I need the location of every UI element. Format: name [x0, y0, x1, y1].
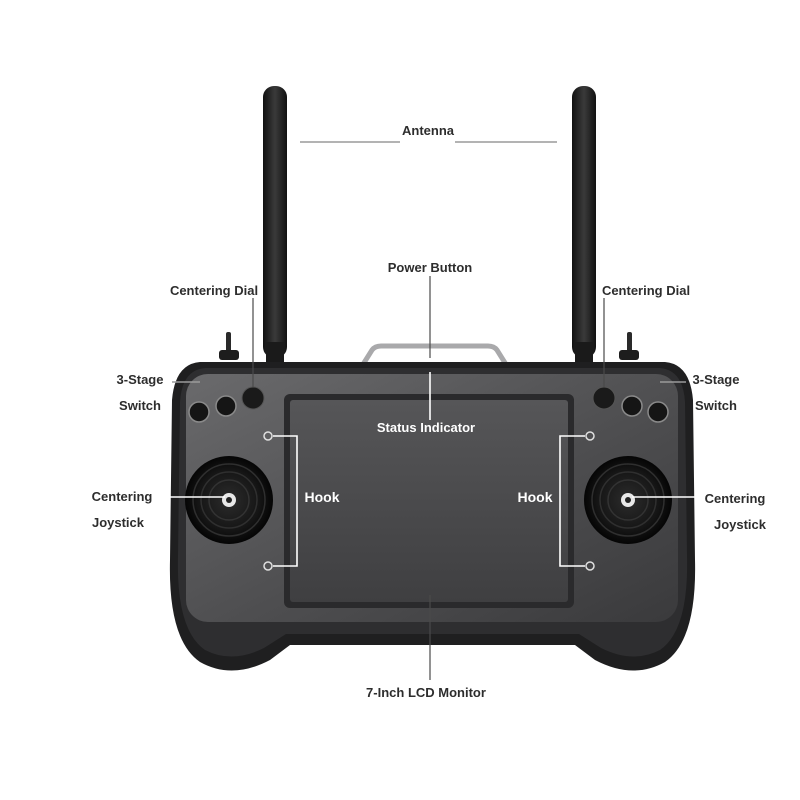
- label-antenna: Antenna: [402, 123, 455, 138]
- button-left-1[interactable]: [188, 401, 210, 423]
- label-three-stage-switch-left-line2: Switch: [119, 398, 161, 413]
- label-centering-joystick-right-line2: Joystick: [714, 517, 767, 532]
- label-three-stage-switch-right-line1: 3-Stage: [693, 372, 740, 387]
- centering-dial-right[interactable]: [592, 386, 616, 410]
- centering-joystick-left[interactable]: [185, 456, 273, 544]
- hook-left: [263, 431, 298, 571]
- hook-right: [559, 431, 595, 571]
- label-centering-dial-left: Centering Dial: [170, 283, 258, 298]
- label-three-stage-switch-right-line2: Switch: [695, 398, 737, 413]
- carry-handle: [359, 343, 510, 368]
- antenna-right: [572, 86, 596, 362]
- label-status-indicator: Status Indicator: [377, 420, 475, 435]
- three-stage-switch-right-toggle[interactable]: [619, 332, 639, 360]
- button-right-2[interactable]: [647, 401, 669, 423]
- centering-dial-left[interactable]: [241, 386, 265, 410]
- antenna-left: [263, 86, 287, 362]
- label-hook-right: Hook: [518, 489, 553, 505]
- label-centering-dial-right: Centering Dial: [602, 283, 690, 298]
- lcd-monitor[interactable]: [290, 400, 568, 602]
- centering-joystick-right[interactable]: [584, 456, 672, 544]
- label-lcd-monitor: 7-Inch LCD Monitor: [366, 685, 486, 700]
- button-right-1[interactable]: [621, 395, 643, 417]
- label-centering-joystick-left-line2: Joystick: [92, 515, 145, 530]
- three-stage-switch-left-toggle[interactable]: [219, 332, 239, 360]
- label-three-stage-switch-left-line1: 3-Stage: [117, 372, 164, 387]
- label-centering-joystick-left-line1: Centering: [92, 489, 153, 504]
- label-hook-left: Hook: [305, 489, 340, 505]
- button-left-2[interactable]: [215, 395, 237, 417]
- label-centering-joystick-right-line1: Centering: [705, 491, 766, 506]
- label-power-button: Power Button: [388, 260, 473, 275]
